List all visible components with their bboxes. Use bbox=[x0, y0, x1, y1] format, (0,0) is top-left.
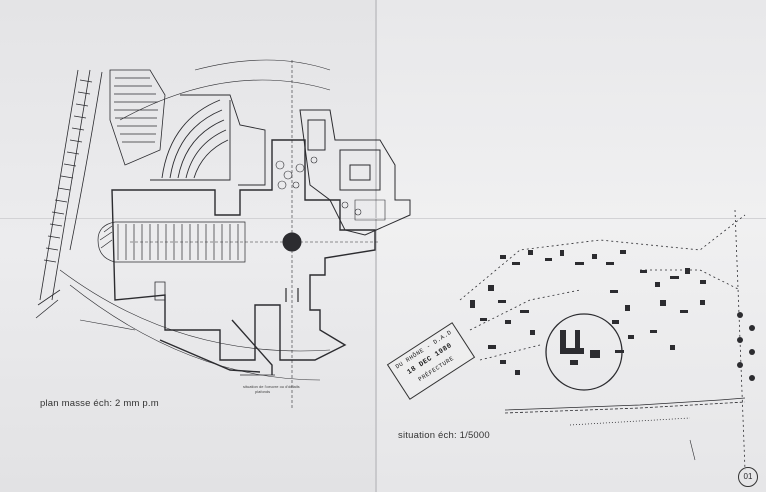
left-sheet bbox=[0, 0, 376, 492]
planting-circles bbox=[275, 156, 362, 216]
top-left-building bbox=[109, 69, 166, 166]
amphitheater bbox=[150, 94, 266, 186]
situation-caption: situation éch: 1/5000 bbox=[398, 430, 490, 441]
vertical-fold-line bbox=[375, 0, 377, 492]
section-lines bbox=[154, 281, 299, 376]
right-detail-block bbox=[299, 109, 411, 236]
site-circle bbox=[545, 313, 623, 391]
page-number: 01 bbox=[738, 467, 758, 487]
detail-note: situation de l'oeuvre ou d'détails bbox=[243, 384, 300, 389]
plan-masse-caption: plan masse éch: 2 mm p.m bbox=[40, 398, 159, 409]
detail-note-2: plafonds bbox=[255, 389, 271, 394]
main-building bbox=[111, 139, 376, 375]
situation-plan bbox=[459, 209, 755, 471]
horizontal-fold-line bbox=[0, 218, 766, 219]
site-curves bbox=[59, 59, 331, 381]
center-column bbox=[282, 232, 302, 252]
right-sheet bbox=[376, 0, 766, 492]
road-edge bbox=[35, 69, 103, 319]
